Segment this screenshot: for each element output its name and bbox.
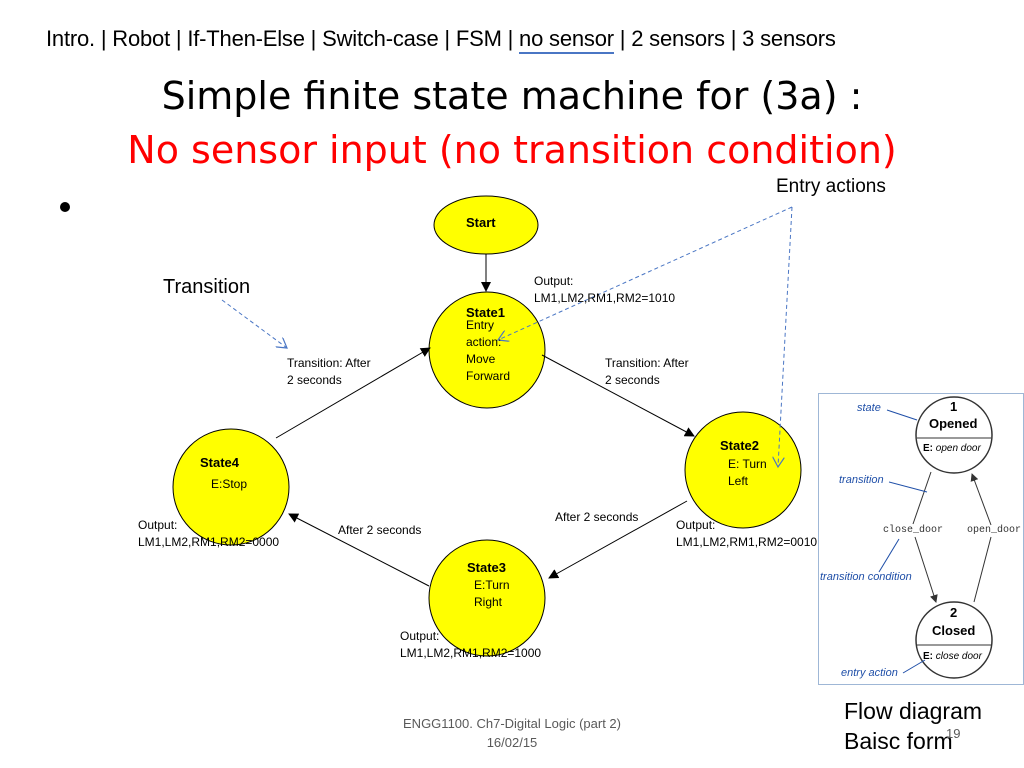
inset-condition-pointer [878, 538, 900, 573]
inset-state-label: state [857, 402, 881, 414]
nav-separator: | [438, 26, 456, 51]
section-nav: Intro. | Robot | If-Then-Else | Switch-c… [46, 26, 836, 54]
slide-footer: ENGG1100. Ch7-Digital Logic (part 2) 16/… [403, 716, 621, 750]
inset-transition-close [912, 471, 932, 525]
bullet-point [60, 202, 70, 212]
state2-entry-action: E: Turn Left [728, 457, 767, 488]
inset-state1-number: 1 [950, 399, 958, 414]
inset-state2-number: 2 [950, 605, 958, 620]
inset-state1-entry: E: open door [923, 443, 981, 454]
transition-arrow-state4-state1 [275, 347, 431, 439]
nav-fsm[interactable]: FSM [455, 26, 502, 51]
inset-diagram [878, 396, 993, 679]
inset-transition-label: transition [839, 474, 884, 486]
nav-separator: | [613, 26, 632, 51]
transition-label-state3-state4: After 2 seconds [338, 523, 422, 537]
state2-name: State2 [720, 438, 760, 453]
state1-name: State1 [466, 305, 506, 320]
slide-subtitle: No sensor input (no transition condition… [127, 128, 897, 172]
inset-transition-condition-label: transition condition [820, 571, 912, 583]
nav-switch-case[interactable]: Switch-case [322, 26, 439, 51]
state3-shape [428, 539, 546, 657]
flow-diagram-caption: Flow diagram Baisc form [844, 698, 983, 754]
state4-entry-action: E:Stop [211, 477, 248, 491]
state3-entry-action: E:Turn Right [474, 578, 510, 609]
nav-robot[interactable]: Robot [112, 26, 170, 51]
start-state-label: Start [466, 215, 496, 230]
nav-separator: | [501, 26, 520, 51]
state4-shape [172, 428, 290, 546]
nav-2-sensors[interactable]: 2 sensors [631, 26, 725, 51]
transition-callout: Transition [163, 276, 251, 298]
nav-separator: | [170, 26, 188, 51]
inset-transition-open-b [970, 473, 992, 526]
nav-separator: | [94, 26, 113, 51]
nav-if-then-else[interactable]: If-Then-Else [187, 26, 305, 51]
transition-arrow-state3-state4 [288, 513, 430, 587]
state4-name: State4 [200, 455, 240, 470]
flow-diagram-inset: 1 Opened E: open door 2 Closed E: close … [818, 393, 1024, 685]
nav-intro[interactable]: Intro. [46, 26, 95, 51]
nav-separator: | [304, 26, 323, 51]
nav-separator: | [724, 26, 743, 51]
state1-output: Output:LM1,LM2,RM1,RM2=1010 [534, 274, 676, 305]
state2-shape [684, 411, 802, 529]
state2-output: Output:LM1,LM2,RM1,RM2=0010 [676, 518, 818, 549]
inset-close-door-condition: close_door [883, 525, 944, 536]
inset-state1-circle [915, 396, 993, 474]
inset-open-door-condition: open_door [967, 525, 1022, 536]
inset-entry-action-label: entry action [841, 667, 898, 679]
state3-output: Output:LM1,LM2,RM1,RM2=1000 [400, 629, 542, 660]
state3-name: State3 [467, 560, 507, 575]
entry-actions-callout: Entry actions [776, 176, 886, 197]
inset-transition-open [973, 536, 992, 603]
transition-arrow-state2-state3 [548, 500, 688, 579]
nav-3-sensors[interactable]: 3 sensors [742, 26, 836, 51]
nav-no-sensor[interactable]: no sensor [519, 26, 614, 54]
inset-state1-name: Opened [929, 416, 978, 431]
state4-output: Output:LM1,LM2,RM1,RM2=0000 [138, 518, 280, 549]
inset-state2-circle [915, 601, 993, 679]
inset-state2-entry: E: close door [923, 651, 982, 662]
transition-pointer [221, 299, 287, 348]
entry-actions-pointer-state1 [498, 206, 793, 340]
inset-transition-pointer [888, 481, 928, 493]
inset-state-pointer [886, 409, 918, 421]
page-number: 19 [946, 726, 961, 741]
inset-state2-name: Closed [932, 623, 976, 638]
entry-actions-pointer-state2 [778, 206, 793, 467]
state1-entry-action: Entry action: Move Forward [466, 318, 511, 383]
inset-entry-action-pointer [902, 659, 926, 674]
transition-label-state2-state3: After 2 seconds [555, 510, 639, 524]
slide-title: Simple finite state machine for (3a) : [161, 74, 863, 118]
transition-arrow-state1-state2 [541, 354, 695, 437]
inset-transition-close-b [914, 536, 938, 603]
